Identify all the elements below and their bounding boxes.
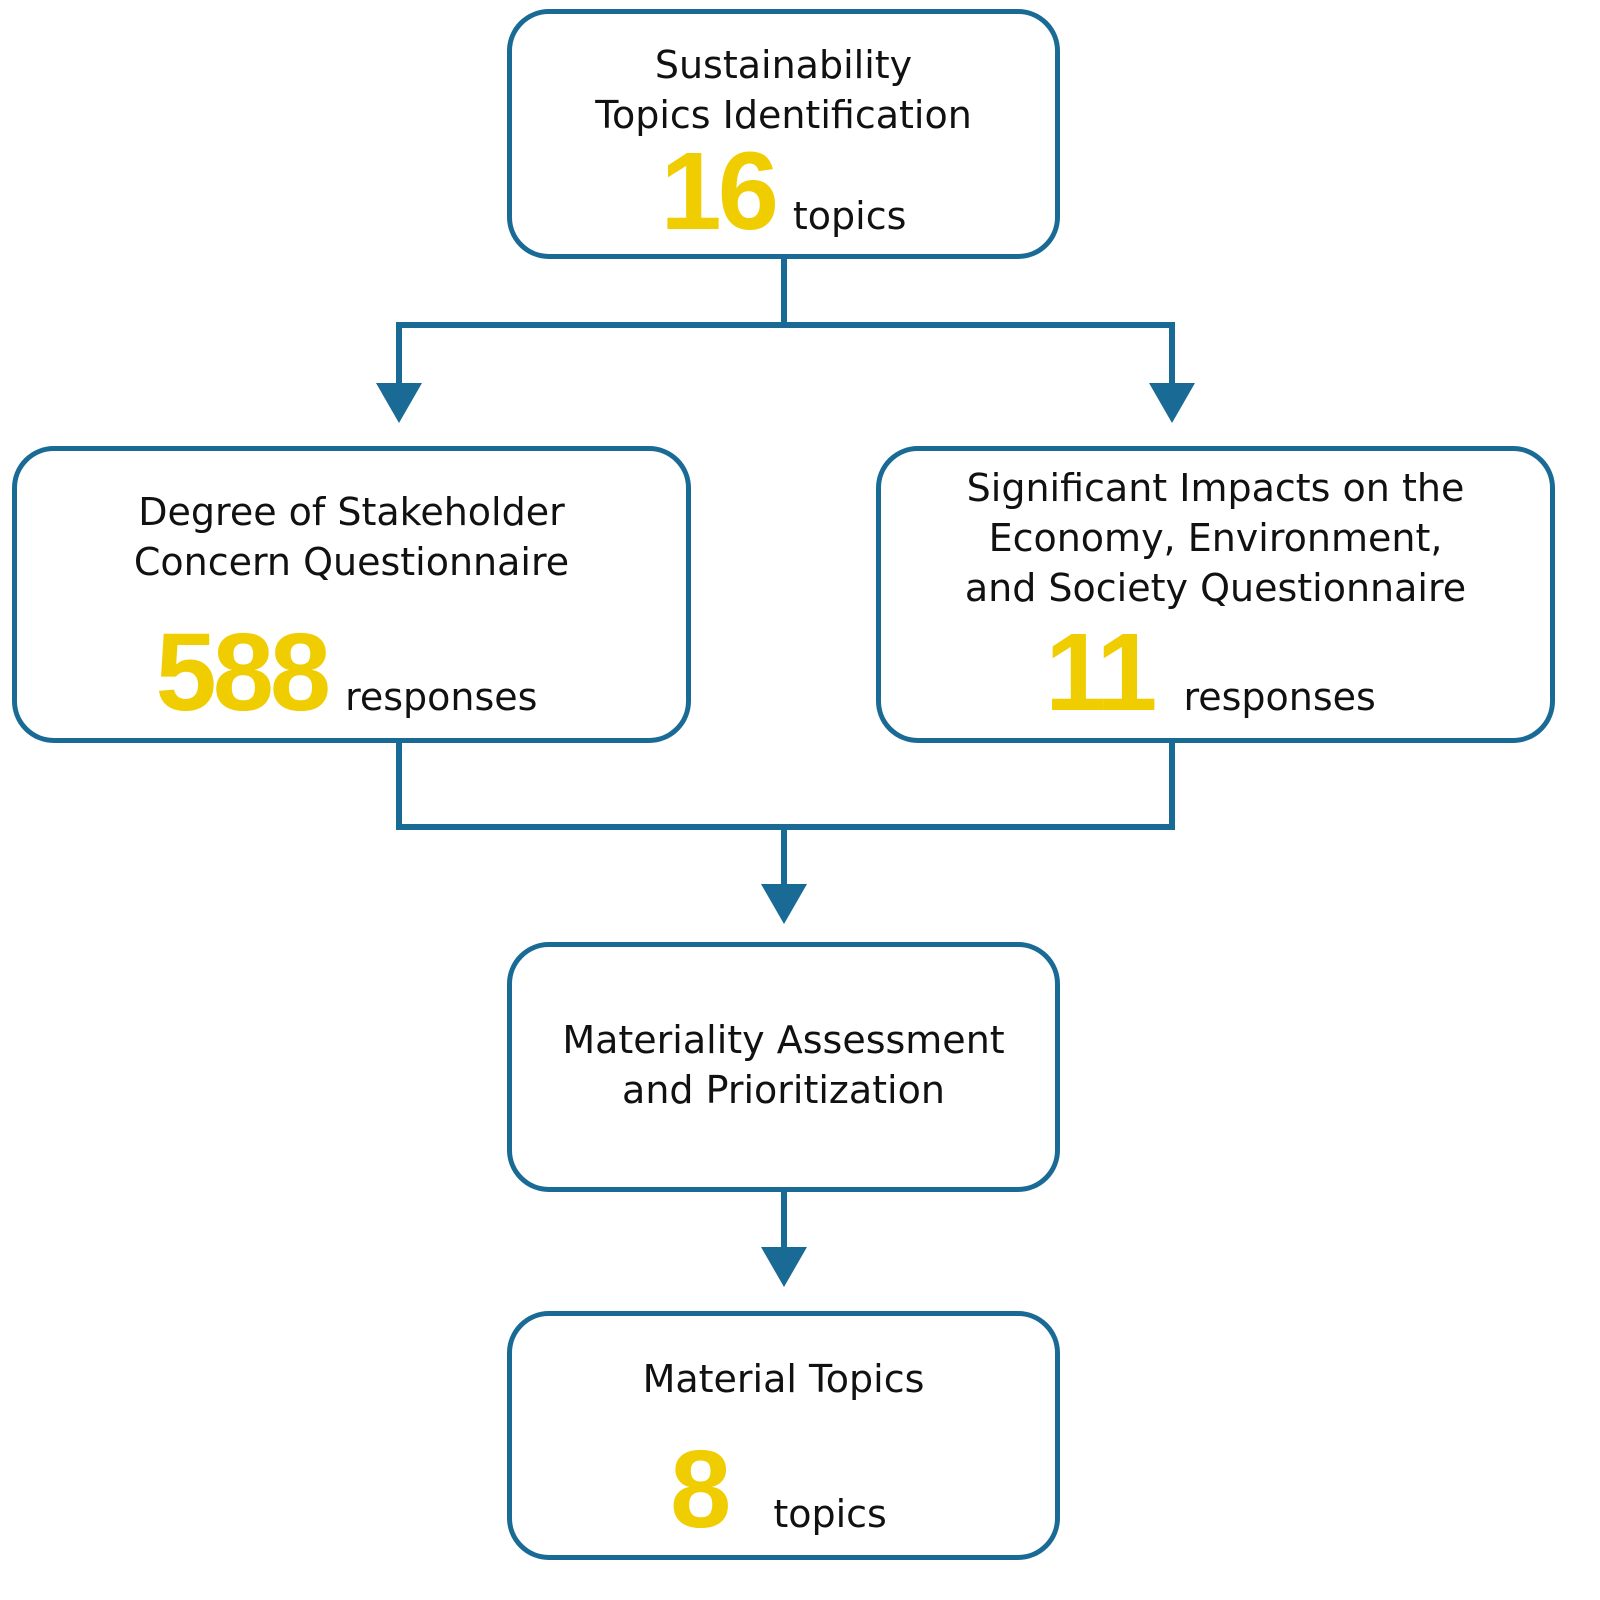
- node-title: Sustainability Topics Identification: [512, 40, 1055, 140]
- node-title: Degree of Stakeholder Concern Questionna…: [17, 487, 686, 587]
- title-line: Topics Identification: [595, 93, 972, 137]
- title-line: Degree of Stakeholder: [138, 490, 565, 534]
- stat: 8 topics: [502, 1428, 1055, 1551]
- node-title: Materiality Assessment and Prioritizatio…: [512, 1015, 1055, 1115]
- arrow-head-icon: [376, 383, 422, 423]
- stat: 588 responses: [7, 611, 686, 734]
- stat-unit: topics: [773, 1492, 887, 1536]
- node-stakeholder-questionnaire: Degree of Stakeholder Concern Questionna…: [12, 446, 691, 743]
- stat: 16 topics: [512, 130, 1055, 253]
- stat-unit: responses: [1183, 675, 1376, 719]
- title-line: and Prioritization: [622, 1068, 945, 1112]
- node-material-topics: Material Topics 8 topics: [507, 1311, 1060, 1560]
- node-impacts-questionnaire: Significant Impacts on the Economy, Envi…: [876, 446, 1555, 743]
- node-title: Material Topics: [512, 1354, 1055, 1404]
- split-connector: [396, 257, 1175, 388]
- title-line: Sustainability: [654, 43, 913, 87]
- stat-number: 588: [155, 611, 332, 734]
- title-line: Material Topics: [642, 1357, 925, 1401]
- stat-number: 8: [670, 1428, 731, 1551]
- title-line: Significant Impacts on the: [966, 466, 1465, 510]
- merge-connector: [396, 741, 1175, 888]
- node-topics-identification: Sustainability Topics Identification 16 …: [507, 9, 1060, 259]
- title-line: Concern Questionnaire: [133, 540, 570, 584]
- stat-number: 11: [1045, 611, 1157, 734]
- title-line: Materiality Assessment: [562, 1018, 1005, 1062]
- title-line: Economy, Environment,: [988, 516, 1443, 560]
- node-materiality-assessment: Materiality Assessment and Prioritizatio…: [507, 942, 1060, 1192]
- arrow-head-icon: [761, 1247, 807, 1287]
- stat-unit: responses: [345, 675, 538, 719]
- arrow-head-icon: [1149, 383, 1195, 423]
- stat-number: 16: [660, 130, 779, 253]
- stat-unit: topics: [792, 194, 907, 238]
- arrow-head-icon: [761, 884, 807, 924]
- stat: 11 responses: [871, 611, 1550, 734]
- node-title: Significant Impacts on the Economy, Envi…: [881, 463, 1550, 613]
- title-line: and Society Questionnaire: [964, 566, 1467, 610]
